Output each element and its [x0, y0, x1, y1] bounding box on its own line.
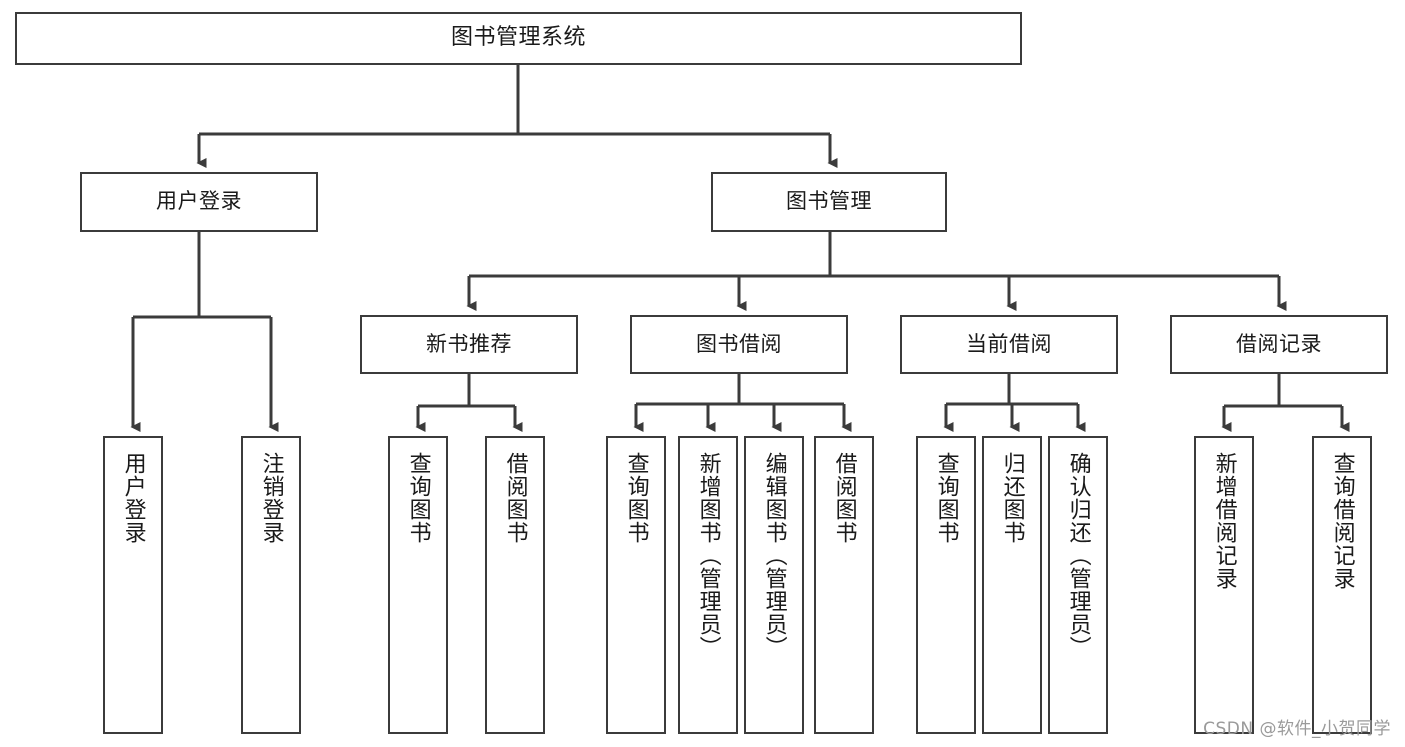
node-leaf-query-book-rec-label: 查询图书 — [405, 452, 431, 544]
node-borrow-record-label: 借阅记录 — [1236, 331, 1322, 356]
node-leaf-edit-book-admin[interactable]: 编辑图书（管理员） — [744, 436, 804, 734]
edge-group-root — [196, 65, 838, 168]
node-leaf-return-book-label: 归还图书 — [999, 452, 1025, 544]
node-root-system[interactable]: 图书管理系统 — [15, 12, 1022, 65]
node-leaf-confirm-return-admin[interactable]: 确认归还（管理员） — [1048, 436, 1108, 734]
node-leaf-query-book-borrow-label: 查询图书 — [623, 452, 649, 544]
node-leaf-user-logout-label: 注销登录 — [258, 452, 284, 544]
node-new-book-recommend[interactable]: 新书推荐 — [360, 315, 578, 374]
node-leaf-add-borrow-record[interactable]: 新增借阅记录 — [1194, 436, 1254, 734]
node-leaf-return-book[interactable]: 归还图书 — [982, 436, 1042, 734]
node-leaf-query-borrow-record[interactable]: 查询借阅记录 — [1312, 436, 1372, 734]
node-leaf-borrow-book-label: 借阅图书 — [831, 452, 857, 544]
node-leaf-user-login[interactable]: 用户登录 — [103, 436, 163, 734]
node-leaf-confirm-return-admin-label: 确认归还（管理员） — [1065, 452, 1091, 659]
node-new-book-recommend-label: 新书推荐 — [426, 331, 512, 356]
node-leaf-query-book-borrow[interactable]: 查询图书 — [606, 436, 666, 734]
node-leaf-user-login-label: 用户登录 — [120, 452, 146, 544]
node-user-login-label: 用户登录 — [156, 189, 242, 214]
node-user-login[interactable]: 用户登录 — [80, 172, 318, 232]
node-book-management[interactable]: 图书管理 — [711, 172, 947, 232]
node-leaf-query-borrow-record-label: 查询借阅记录 — [1329, 452, 1355, 590]
watermark-text: CSDN @软件_小贺同学 — [1203, 719, 1391, 739]
node-book-borrow[interactable]: 图书借阅 — [630, 315, 848, 374]
node-leaf-add-book-admin-label: 新增图书（管理员） — [695, 452, 721, 659]
node-root-system-label: 图书管理系统 — [450, 25, 586, 51]
edge-group-book-borrow — [633, 374, 852, 432]
node-leaf-borrow-book-rec[interactable]: 借阅图书 — [485, 436, 545, 734]
node-book-management-label: 图书管理 — [786, 189, 872, 214]
node-leaf-add-book-admin[interactable]: 新增图书（管理员） — [678, 436, 738, 734]
edge-group-borrow-record — [1221, 374, 1350, 432]
node-leaf-query-book-rec[interactable]: 查询图书 — [388, 436, 448, 734]
node-current-borrow[interactable]: 当前借阅 — [900, 315, 1118, 374]
node-leaf-borrow-book[interactable]: 借阅图书 — [814, 436, 874, 734]
node-leaf-add-borrow-record-label: 新增借阅记录 — [1211, 452, 1237, 590]
edge-group-book-management — [466, 232, 1287, 311]
node-leaf-edit-book-admin-label: 编辑图书（管理员） — [761, 452, 787, 659]
edge-group-new-book-recommend — [415, 374, 523, 432]
node-book-borrow-label: 图书借阅 — [696, 331, 782, 356]
node-leaf-query-book-current-label: 查询图书 — [933, 452, 959, 544]
node-leaf-user-logout[interactable]: 注销登录 — [241, 436, 301, 734]
node-borrow-record[interactable]: 借阅记录 — [1170, 315, 1388, 374]
node-current-borrow-label: 当前借阅 — [966, 331, 1052, 356]
edge-group-current-borrow — [943, 374, 1086, 432]
edge-group-user-login — [130, 232, 279, 432]
node-leaf-borrow-book-rec-label: 借阅图书 — [502, 452, 528, 544]
node-leaf-query-book-current[interactable]: 查询图书 — [916, 436, 976, 734]
